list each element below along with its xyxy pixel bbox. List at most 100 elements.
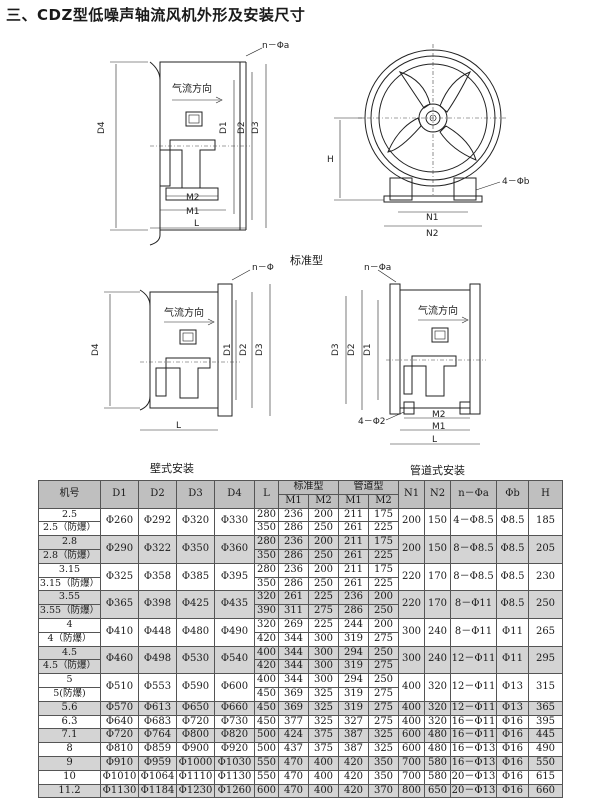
cell-d2: Φ322 xyxy=(138,535,177,564)
cell-value: 600 xyxy=(254,783,279,799)
cell-dim: 369 xyxy=(278,686,309,702)
cell-dim: 175 xyxy=(368,562,399,578)
cell-n-phi-a: 8－Φ8.5 xyxy=(450,562,497,592)
label-4-phi-b: 4－Φb xyxy=(502,177,530,187)
cell-value: 700 xyxy=(398,755,425,771)
cell-d3: Φ320 xyxy=(176,507,215,537)
cell-value: 377 xyxy=(278,714,309,730)
cell-value: Φ900 xyxy=(176,742,215,757)
cell-value: 400 xyxy=(308,769,339,785)
model-cell: 3.15（防爆） xyxy=(38,576,101,592)
cell-n-phi-a: 12－Φ11 xyxy=(450,673,497,702)
cell-d1: Φ460 xyxy=(100,645,139,675)
cell-dim: 344 xyxy=(278,673,309,688)
cell-value: Φ16 xyxy=(496,742,529,757)
cell-dim: 250 xyxy=(308,521,339,537)
label-n1: N1 xyxy=(426,213,438,223)
cell-dim: 200 xyxy=(368,617,399,633)
cell-value: 500 xyxy=(254,728,279,744)
header-model: 机号 xyxy=(38,480,101,509)
model-cell: 10 xyxy=(38,769,101,785)
cell-dim: 269 xyxy=(278,617,309,633)
cell-dim: 280 xyxy=(254,535,279,550)
cell-d3: Φ530 xyxy=(176,645,215,675)
model-cell: 8 xyxy=(38,742,101,757)
cell-dim: 286 xyxy=(278,521,309,537)
cell-dim: 261 xyxy=(278,590,309,606)
cell-dim: 211 xyxy=(338,507,369,523)
cell-d4: Φ395 xyxy=(214,562,255,592)
cell-d4: Φ435 xyxy=(214,590,255,619)
cell-value: Φ1030 xyxy=(214,755,255,771)
header-d4: D4 xyxy=(214,480,255,509)
cell-h: 185 xyxy=(528,507,563,537)
cell-dim: 211 xyxy=(338,535,369,550)
cell-dim: 236 xyxy=(278,535,309,550)
cell-value: Φ683 xyxy=(138,714,177,730)
cell-n-phi-a: 8－Φ11 xyxy=(450,617,497,647)
cell-value: 325 xyxy=(368,728,399,744)
cell-value: Φ810 xyxy=(100,742,139,757)
cell-value: Φ820 xyxy=(214,728,255,744)
cell-value: 600 xyxy=(398,742,425,757)
cell-value: Φ1064 xyxy=(138,769,177,785)
cell-value: Φ13 xyxy=(496,700,529,716)
cell-value: Φ730 xyxy=(214,714,255,730)
cell-n2: 170 xyxy=(424,562,451,592)
cell-dim: 200 xyxy=(308,562,339,578)
cell-dim: 319 xyxy=(338,631,369,647)
cell-dim: 294 xyxy=(338,645,369,661)
cell-n1: 300 xyxy=(398,617,425,647)
caption-wall-mount: 壁式安装 xyxy=(150,462,194,475)
cell-dim: 400 xyxy=(254,645,279,661)
header-n-phi-a: n－Φa xyxy=(450,480,497,509)
cell-dim: 275 xyxy=(368,686,399,702)
cell-value: Φ16 xyxy=(496,783,529,799)
header-phi-b: Φb xyxy=(496,480,529,509)
header-duct-m2: M2 xyxy=(368,493,399,509)
label-l-wall: L xyxy=(176,421,181,431)
header-duct-m1: M1 xyxy=(338,493,369,509)
label-airflow-wall: 气流方向 xyxy=(164,306,204,319)
cell-n-phi-a: 12－Φ11 xyxy=(450,645,497,675)
cell-dim: 350 xyxy=(254,548,279,564)
cell-dim: 286 xyxy=(338,604,369,619)
cell-d2: Φ292 xyxy=(138,507,177,537)
cell-value: 365 xyxy=(528,700,563,716)
cell-n2: 240 xyxy=(424,617,451,647)
model-cell: 3.55（防爆） xyxy=(38,604,101,619)
cell-value: 319 xyxy=(338,700,369,716)
label-n-phi: n－Φ xyxy=(252,263,274,273)
label-m1-duct: M1 xyxy=(432,422,446,432)
cell-n1: 220 xyxy=(398,562,425,592)
label-d3: D3 xyxy=(251,121,261,134)
cell-value: 424 xyxy=(278,728,309,744)
label-n-phi-a-duct: n－Φa xyxy=(364,263,391,273)
cell-value: 580 xyxy=(424,755,451,771)
label-d3-duct: D3 xyxy=(331,343,341,356)
header-d2: D2 xyxy=(138,480,177,509)
header-duct-group: 管道型 xyxy=(338,480,399,495)
cell-dim: 225 xyxy=(308,590,339,606)
cell-value: 350 xyxy=(368,769,399,785)
cell-value: Φ570 xyxy=(100,700,139,716)
label-m2: M2 xyxy=(186,193,200,203)
cell-value: 420 xyxy=(338,783,369,799)
model-cell: 5.6 xyxy=(38,700,101,716)
cell-n-phi-a: 8－Φ11 xyxy=(450,590,497,619)
cell-dim: 400 xyxy=(254,673,279,688)
model-cell: 5 xyxy=(38,673,101,688)
cell-value: Φ720 xyxy=(176,714,215,730)
cell-dim: 450 xyxy=(254,686,279,702)
cell-value: Φ1130 xyxy=(214,769,255,785)
model-cell: 4.5 xyxy=(38,645,101,661)
cell-dim: 319 xyxy=(338,659,369,675)
cell-dim: 250 xyxy=(308,576,339,592)
